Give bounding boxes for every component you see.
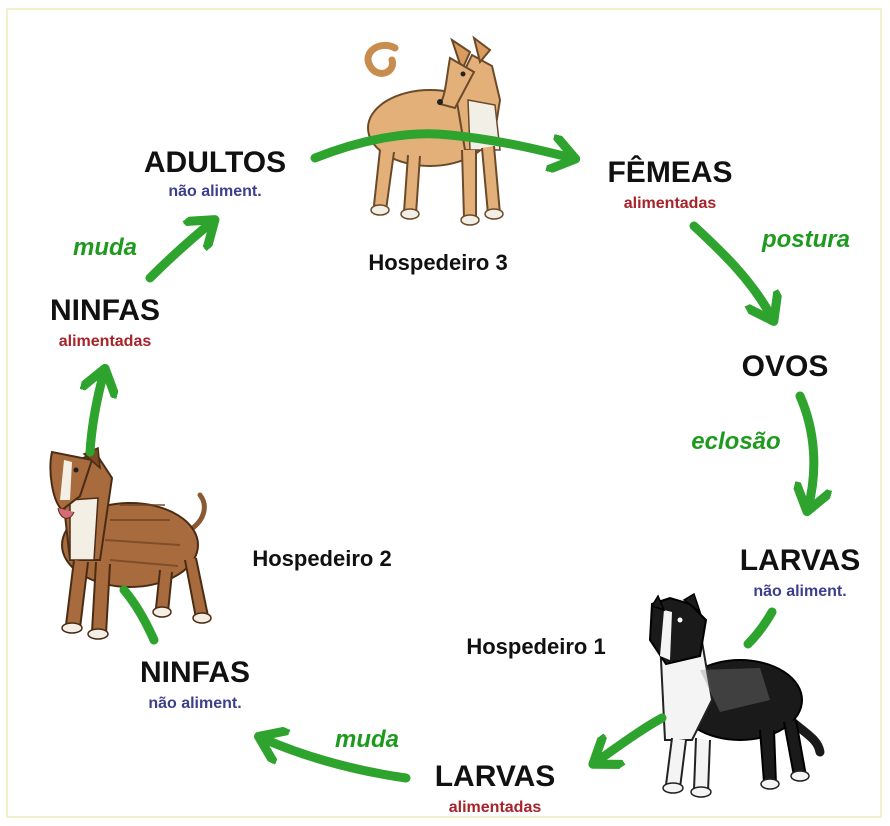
- stage-adultos: ADULTOS não aliment.: [120, 148, 310, 200]
- stage-status: não aliment.: [720, 584, 880, 600]
- host1-dog-icon: [650, 594, 820, 797]
- stage-name: NINFAS: [30, 296, 180, 326]
- arrow-host1-to-larvas-fed: [596, 718, 662, 762]
- arrow-ninfas-fed-to-adultos: [150, 222, 212, 278]
- arrow-larvas-to-host1: [748, 612, 772, 644]
- action-muda-left: muda: [60, 236, 150, 260]
- stage-status: não aliment.: [110, 696, 280, 712]
- stage-larvas-unfed: LARVAS não aliment.: [720, 546, 880, 600]
- stage-status: alimentadas: [580, 196, 760, 212]
- host2-label: Hospedeiro 2: [222, 548, 422, 570]
- stage-ovos: OVOS: [720, 352, 850, 382]
- host2-dog-icon: [50, 448, 211, 639]
- stage-status: alimentadas: [30, 334, 180, 350]
- host3-label: Hospedeiro 3: [338, 252, 538, 274]
- stage-status: não aliment.: [120, 184, 310, 200]
- stage-name: NINFAS: [110, 658, 280, 688]
- arrow-ninfas-to-host2: [124, 590, 154, 640]
- host1-label: Hospedeiro 1: [436, 636, 636, 658]
- stage-name: FÊMEAS: [580, 158, 760, 188]
- action-eclosao: eclosão: [676, 430, 796, 454]
- stage-ninfas-unfed: NINFAS não aliment.: [110, 658, 280, 712]
- stage-femeas: FÊMEAS alimentadas: [580, 158, 760, 212]
- action-postura: postura: [746, 228, 866, 252]
- stage-ninfas-fed: NINFAS alimentadas: [30, 296, 180, 350]
- stage-name: LARVAS: [720, 546, 880, 576]
- arrow-host2-to-ninfas-fed: [90, 372, 104, 452]
- stage-status: alimentadas: [410, 800, 580, 816]
- stage-name: ADULTOS: [120, 148, 310, 178]
- arrow-ovos-to-larvas: [800, 396, 814, 508]
- stage-name: OVOS: [720, 352, 850, 382]
- action-muda-bottom: muda: [322, 728, 412, 752]
- stage-larvas-fed: LARVAS alimentadas: [410, 762, 580, 816]
- stage-name: LARVAS: [410, 762, 580, 792]
